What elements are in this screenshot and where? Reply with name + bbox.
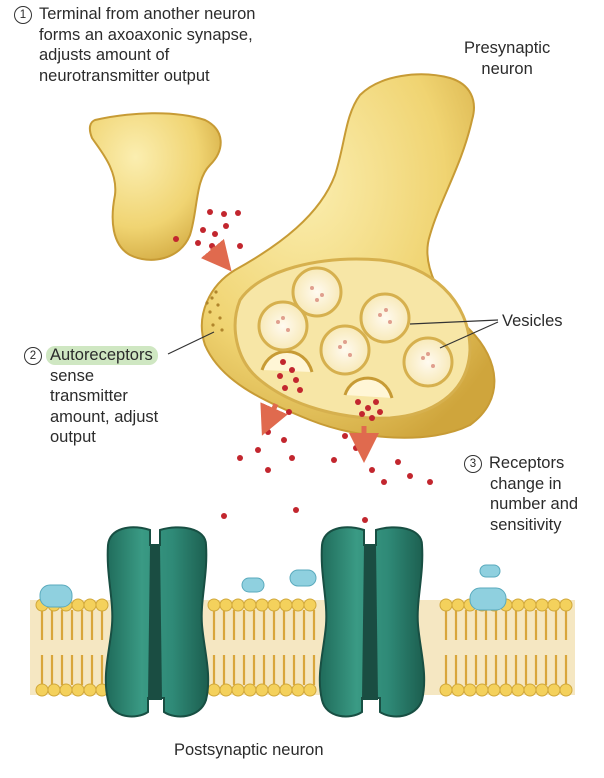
leader-lines — [167, 319, 499, 355]
neurotransmitter-molecules — [173, 209, 433, 523]
axoaxonic-terminal — [88, 112, 222, 261]
step-2-badge: 2 — [24, 347, 42, 365]
release-arrows — [200, 238, 379, 463]
step-1-badge: 1 — [14, 6, 32, 24]
step-3-badge: 3 — [464, 455, 482, 473]
postsynaptic-label: Postsynaptic neuron — [174, 741, 324, 759]
presynaptic-terminal — [200, 73, 496, 439]
receptor-right — [318, 526, 426, 718]
presynaptic-label: Presynaptic neuron — [464, 39, 551, 78]
receptor-left — [104, 526, 210, 718]
lipid-tails — [40, 610, 568, 685]
lipid-heads — [35, 598, 573, 697]
vesicles — [257, 266, 454, 388]
membrane-proteins — [39, 564, 507, 611]
autoreceptors-highlight: Autoreceptors — [46, 346, 158, 365]
vesicles-label: Vesicles — [502, 312, 563, 330]
